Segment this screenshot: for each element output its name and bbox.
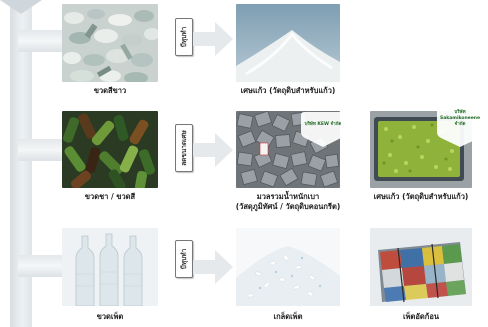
process-tag-label: บีทุบทำ: [180, 248, 188, 270]
sakamikoneene-badge-line3: จำกัด: [454, 122, 466, 127]
pet-flakes-caption: เกล็ดเพ็ต: [273, 312, 303, 321]
kew-company-name: บริษัท KEW จำกัด: [304, 122, 342, 127]
light-aggregate-caption: มวลรวมน้ำหนักเบา: [256, 192, 320, 201]
process-tag-label: ลดขนาดเศษ: [180, 130, 188, 166]
flow-arrow-icon: [193, 22, 233, 56]
light-aggregate-caption-sub: (วัสดุภูมิทัศน์ / วัตถุดิบคอนกรีต): [235, 202, 341, 211]
sakamikoneene-company-badge: บริษัท Sakamikoneene จำกัด: [436, 104, 484, 148]
pet-bale-photo: [370, 228, 472, 306]
row-3-connector: [18, 255, 63, 277]
colored-bottles-caption: ขวดชา / ขวดสี: [84, 192, 136, 201]
flow-arrow-icon: [193, 250, 233, 284]
spine-arrow-head: [0, 0, 42, 14]
process-tag-label: บีทุบทำ: [180, 26, 188, 48]
white-bottles-photo: [62, 4, 158, 82]
glass-cullet-caption: เศษแก้ว (วัตถุดิบสำหรับแก้ว): [240, 86, 336, 95]
process-tag-crush: บีทุบทำ: [175, 18, 193, 56]
colored-bottles-photo: [62, 111, 158, 188]
sakamikoneene-badge-line1: บริษัท: [454, 110, 466, 115]
pet-bale-caption: เพ็ตอัดก้อน: [403, 312, 439, 321]
row-1-connector: [18, 30, 63, 52]
process-tag-crush: บีทุบทำ: [175, 240, 193, 278]
flow-arrow-icon: [193, 133, 233, 167]
glass-cullet-photo: [236, 4, 340, 82]
white-bottles-caption: ขวดสีขาว: [93, 86, 127, 95]
sakamikoneene-badge-line2: Sakamikoneene: [439, 116, 481, 121]
pet-bottles-photo: [62, 228, 158, 306]
cullet-tray-caption: เศษแก้ว (วัตถุดิบสำหรับแก้ว): [373, 192, 469, 201]
pet-flakes-photo: [236, 228, 340, 306]
pet-bottles-caption: ขวดเพ็ต: [96, 312, 124, 321]
process-spine: [10, 0, 32, 327]
kew-company-badge: บริษัท KEW จำกัด: [300, 110, 346, 148]
process-tag-reduce: ลดขนาดเศษ: [175, 124, 193, 172]
row-2-connector: [18, 139, 63, 161]
